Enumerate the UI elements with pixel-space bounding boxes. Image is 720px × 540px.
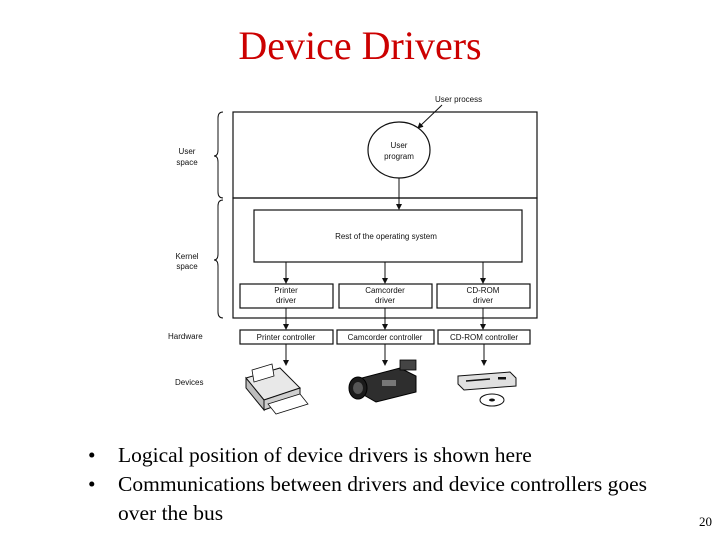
user-space-label-line1: User [179,147,196,156]
printer-driver-box [239,283,334,309]
user-program-node [367,121,431,179]
user-space-brace [213,111,224,199]
printer-controller-label: Printer controller [257,333,316,342]
kernel-space-label-line1: Kernel [175,252,198,261]
cdrom-driver-box [436,283,531,309]
kernel-space-brace [213,199,224,319]
slide-title: Device Drivers [238,23,482,68]
printer-driver-label-line2: driver [276,296,296,305]
camcorder-controller-label: Camcorder controller [348,333,423,342]
rest-of-os-box [253,209,523,263]
hardware-label: Hardware [168,332,203,341]
user-space-label-line2: space [176,158,198,167]
devices-label: Devices [175,378,203,387]
diagram-canvas: User space Kernel space Hardware Devices… [168,95,538,415]
cdrom-controller-label: CD-ROM controller [450,333,518,342]
bullet-item: • Communications between drivers and dev… [88,470,688,528]
printer-device-icon [245,363,309,415]
user-process-label: User process [435,95,482,104]
bullet-text: Communications between drivers and devic… [118,472,647,525]
rest-of-os-label: Rest of the operating system [335,232,437,241]
camcorder-device-icon [348,359,417,403]
camcorder-driver-box [338,283,433,309]
printer-driver-label-line1: Printer [274,286,298,295]
bullet-list: • Logical position of device drivers is … [88,441,688,528]
cdrom-driver-label-line2: driver [473,296,493,305]
bullet-text: Logical position of device drivers is sh… [118,443,532,467]
bullet-item: • Logical position of device drivers is … [88,441,688,470]
camcorder-driver-label-line1: Camcorder [365,286,405,295]
user-program-label-line1: User [391,141,408,150]
cdrom-device-icon [457,371,517,407]
kernel-space-label-line2: space [176,262,198,271]
bullet-marker: • [88,443,96,467]
user-program-label-line2: program [384,152,414,161]
page-number: 20 [699,514,712,529]
user-process-arrow [417,104,443,129]
bullet-marker: • [88,472,96,496]
camcorder-driver-label-line2: driver [375,296,395,305]
device-driver-diagram: User space Kernel space Hardware Devices… [160,88,550,418]
cdrom-driver-label-line1: CD-ROM [467,286,500,295]
